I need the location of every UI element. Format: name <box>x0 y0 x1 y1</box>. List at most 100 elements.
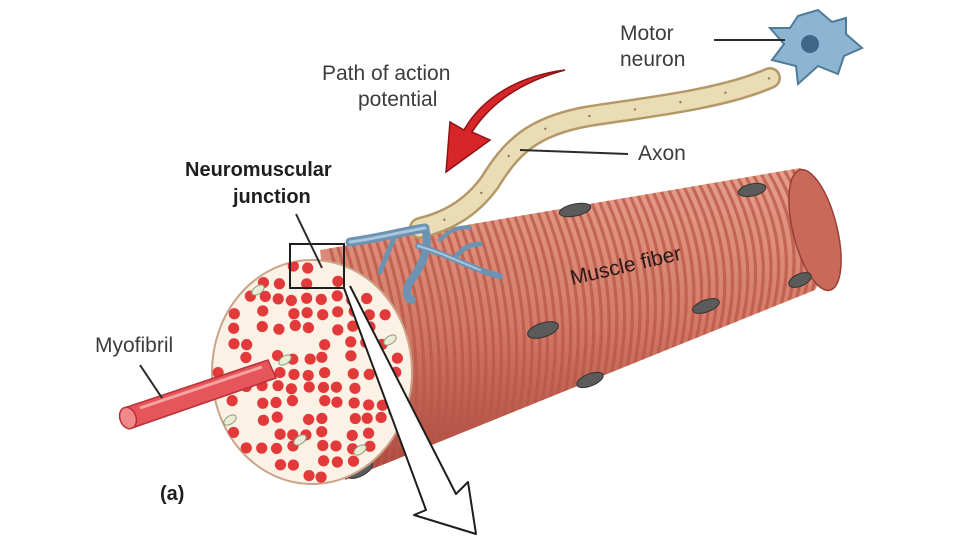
striation <box>582 204 611 376</box>
striation <box>467 223 496 423</box>
myofibril-dot <box>287 429 299 441</box>
nucleus <box>558 202 592 218</box>
myofibril-rod <box>118 359 278 430</box>
mitochondrion <box>353 444 367 456</box>
myofibril-dot <box>332 275 344 287</box>
mitochondrion <box>383 334 397 346</box>
myofibril-dot <box>331 456 343 468</box>
myofibril-dot <box>228 322 240 334</box>
myofibril-dot <box>301 307 313 319</box>
nucleus <box>788 272 812 288</box>
myofibril-dot <box>331 290 343 302</box>
myofibril-dot <box>303 469 315 482</box>
striation <box>405 234 434 448</box>
striation <box>459 225 488 426</box>
myofibril-dot <box>349 412 361 425</box>
mitochondrion <box>223 414 237 426</box>
myofibril-dot <box>361 292 373 305</box>
myofibril-dot <box>391 352 403 364</box>
mitochondrion <box>278 354 292 366</box>
nerve-terminal-highlight <box>348 226 481 271</box>
striation <box>729 179 758 317</box>
striation <box>667 189 696 342</box>
striation <box>682 186 711 336</box>
path-label-2: potential <box>358 88 437 111</box>
myofibril-dot <box>272 293 284 305</box>
myofibril-dot <box>345 336 357 348</box>
myofibril-dot <box>316 426 328 438</box>
myofibril-dot <box>317 439 329 452</box>
striation <box>613 198 642 364</box>
myofibril-dot <box>227 426 240 439</box>
striation <box>498 218 527 410</box>
myofibril-dot <box>317 381 330 394</box>
myofibril-label: Myofibril <box>95 334 173 357</box>
myofibril-dot <box>302 262 314 274</box>
myofibril-dot <box>273 278 286 290</box>
striation <box>706 183 735 326</box>
mitochondrion <box>293 434 307 446</box>
striation <box>760 173 788 304</box>
myofibril-dot <box>347 455 360 467</box>
myofibril-dot <box>241 339 253 351</box>
striation <box>505 217 534 407</box>
myofibril-dot <box>257 305 269 317</box>
striation <box>598 201 627 370</box>
myofibril-dot <box>330 440 342 452</box>
myofibril-dot <box>301 292 313 304</box>
myofibril-dot <box>228 308 240 320</box>
myofibril-dot <box>273 323 285 335</box>
fiber-far-end <box>788 168 842 292</box>
myofibril-dot <box>256 442 268 454</box>
nucleus <box>692 298 720 314</box>
myofibril-dot <box>317 455 330 467</box>
striation <box>698 184 727 329</box>
myofibril-dot <box>375 411 387 424</box>
myofibril-dot <box>272 380 284 392</box>
myofibril-dot <box>301 278 313 290</box>
striation <box>629 196 658 357</box>
striation <box>605 200 634 367</box>
myofibril-dot <box>319 339 331 351</box>
striation <box>659 190 688 345</box>
myofibril-dot <box>274 459 287 471</box>
myofibril-dot <box>228 338 240 350</box>
nucleus <box>737 182 767 198</box>
myofibril-dot <box>274 428 286 440</box>
myofibril-dot <box>271 411 283 423</box>
myofibril-dot <box>288 308 300 320</box>
striation <box>428 230 457 438</box>
striation <box>397 235 426 451</box>
myofibril-dot <box>364 440 376 452</box>
action-potential-arrow <box>445 69 566 174</box>
myofibril-dot <box>316 351 328 363</box>
myofibril-dot <box>363 399 375 411</box>
striation <box>575 205 604 379</box>
nmj-label-2: junction <box>232 186 311 208</box>
myofibril-dot <box>257 414 270 426</box>
myofibril-dot <box>316 412 328 425</box>
striation <box>636 194 665 354</box>
myofibril-dot <box>361 412 373 424</box>
myofibril-dot <box>347 368 359 380</box>
myofibril-dot <box>303 381 315 393</box>
striation <box>713 181 742 323</box>
myofibril-dot <box>286 395 299 407</box>
neuron-nucleus <box>801 35 819 53</box>
myofibril-dot <box>289 319 301 332</box>
myofibril-dot <box>330 381 342 393</box>
myofibril-dot <box>346 429 358 441</box>
striation <box>551 209 580 388</box>
panel-label: (a) <box>160 483 184 505</box>
striation <box>490 219 519 413</box>
myofibril-dot <box>257 397 269 409</box>
motor-neuron-label-2: neuron <box>620 48 685 71</box>
myofibril-dot <box>332 324 344 336</box>
myofibril-dot <box>256 320 268 333</box>
myofibril-dot <box>319 395 331 407</box>
myofibril-dot <box>379 309 391 321</box>
striation <box>590 202 619 373</box>
myofibril-dot <box>240 442 252 454</box>
axon <box>409 67 781 239</box>
